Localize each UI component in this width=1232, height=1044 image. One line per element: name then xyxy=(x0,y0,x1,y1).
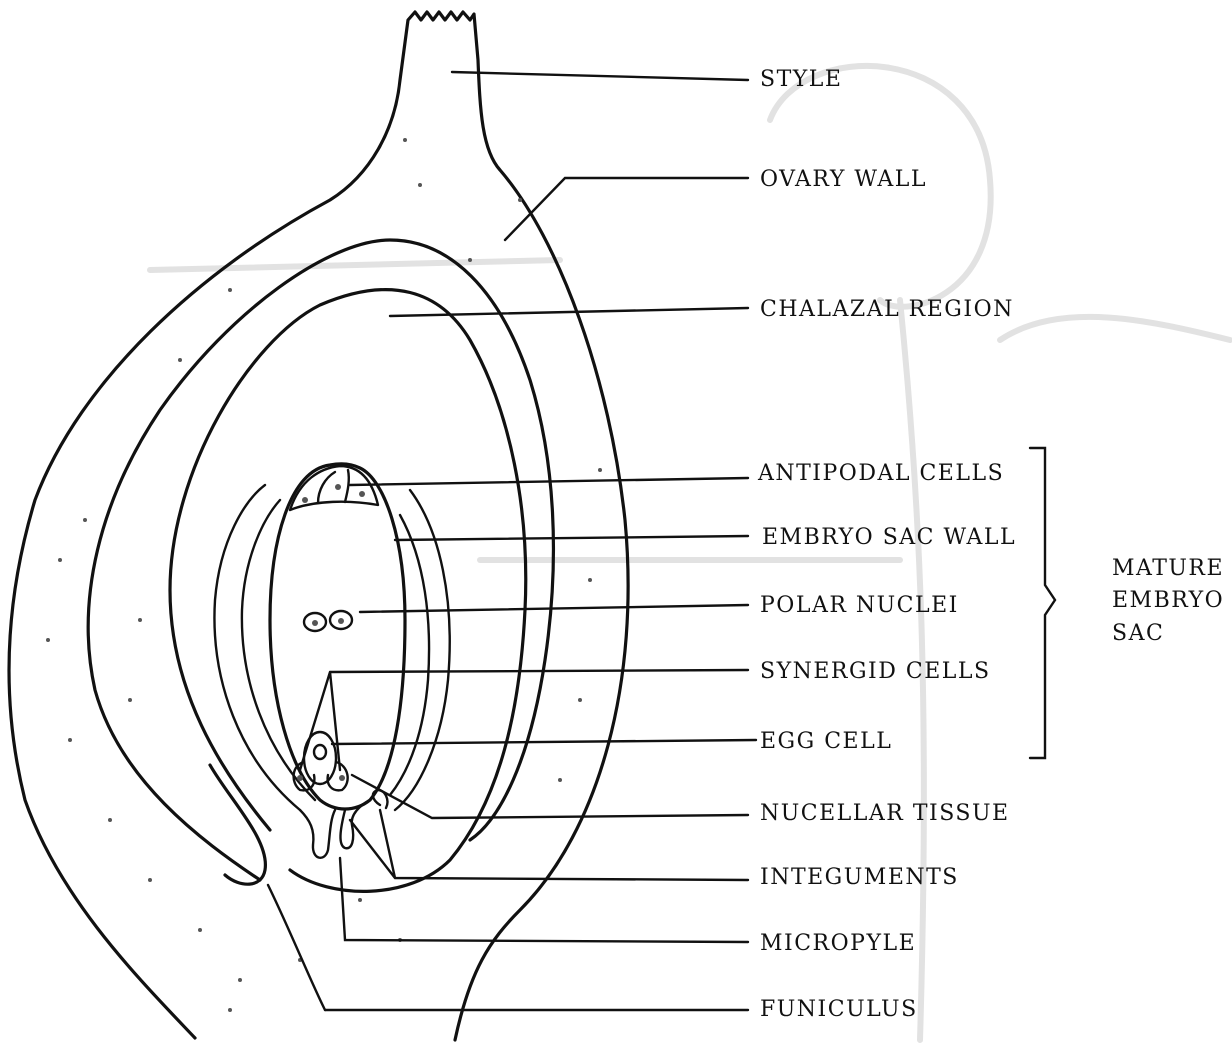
leader-lines xyxy=(300,72,756,1010)
label-chalazal-region: CHALAZAL REGION xyxy=(760,297,1014,322)
funiculus-line xyxy=(268,885,325,1010)
leader-style xyxy=(452,72,748,80)
mature-embryo-sac-bracket xyxy=(1030,448,1055,758)
ovule-body xyxy=(170,290,526,892)
label-synergid-cells: SYNERGID CELLS xyxy=(760,659,991,684)
label-integuments: INTEGUMENTS xyxy=(760,865,959,890)
label-ovary-wall: OVARY WALL xyxy=(760,167,927,192)
label-egg-cell: EGG CELL xyxy=(760,729,892,754)
background-ghost xyxy=(150,66,1230,1040)
leader-embryo-sac-wall xyxy=(395,536,748,540)
label-nucellar-tissue: NUCELLAR TISSUE xyxy=(760,801,1010,826)
bracket-label-line2: EMBRYO xyxy=(1112,588,1224,613)
polar-nuclei xyxy=(304,611,352,631)
stipple xyxy=(46,138,602,1012)
label-polar-nuclei: POLAR NUCLEI xyxy=(760,593,959,618)
label-antipodal-cells: ANTIPODAL CELLS xyxy=(757,461,1004,486)
leader-nucellar-tissue xyxy=(352,775,748,818)
micropyle-region xyxy=(300,790,387,858)
label-embryo-sac-wall: EMBRYO SAC WALL xyxy=(762,525,1016,550)
label-funiculus: FUNICULUS xyxy=(760,997,918,1022)
bracket-label-line1: MATURE xyxy=(1112,556,1224,581)
leader-integuments xyxy=(350,810,748,880)
inner-integument-right-2 xyxy=(390,515,429,795)
leader-micropyle xyxy=(340,858,748,942)
inner-integument-left xyxy=(214,485,300,810)
leader-polar-nuclei xyxy=(360,605,748,612)
bracket-label-line3: SAC xyxy=(1112,621,1164,646)
label-micropyle: MICROPYLE xyxy=(760,931,916,956)
label-style: STYLE xyxy=(760,67,842,92)
